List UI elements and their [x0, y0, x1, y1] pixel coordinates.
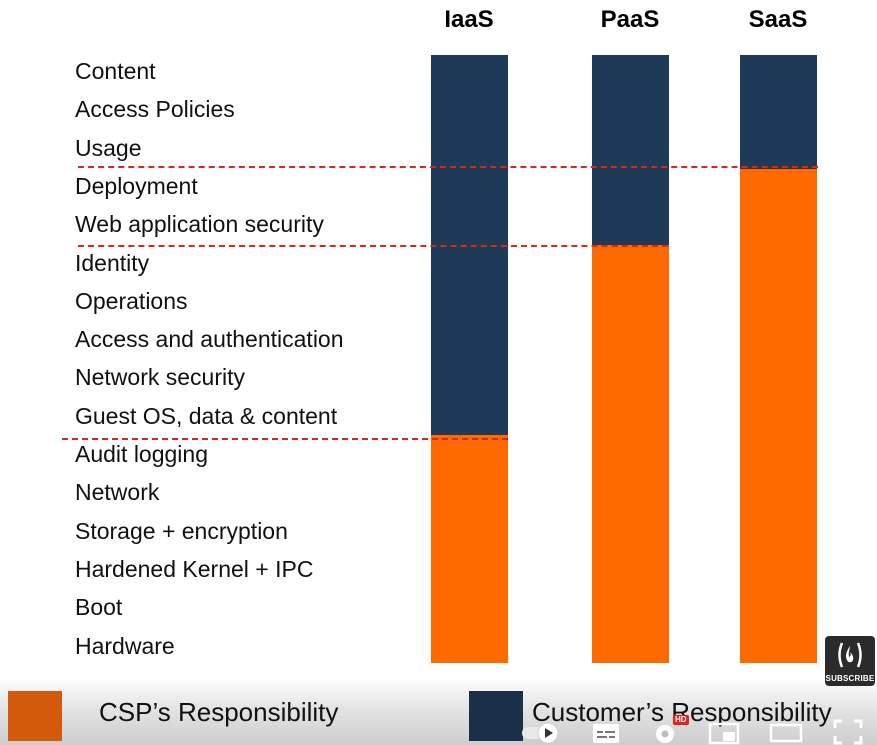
- layer-label: Access Policies: [75, 96, 235, 123]
- column-header-paas: PaaS: [600, 6, 660, 33]
- fullscreen-icon[interactable]: [833, 719, 863, 745]
- csp-responsibility-segment: [431, 435, 508, 663]
- saas-bar: [740, 55, 817, 663]
- customer-responsibility-segment: [592, 55, 669, 245]
- captions-icon[interactable]: [591, 721, 621, 745]
- layer-label: Storage + encryption: [75, 517, 288, 544]
- subscribe-label: SUBSCRIBE: [825, 674, 875, 683]
- layer-label: Guest OS, data & content: [75, 402, 338, 429]
- customer-legend-swatch: [469, 691, 523, 741]
- subscribe-button[interactable]: SUBSCRIBE: [825, 636, 875, 686]
- miniplayer-icon[interactable]: [708, 721, 740, 745]
- column-header-saas: SaaS: [748, 6, 808, 33]
- csp-legend-label: CSP’s Responsibility: [99, 697, 339, 727]
- csp-responsibility-segment: [740, 169, 817, 663]
- column-header-iaas: IaaS: [444, 6, 494, 33]
- layer-label: Audit logging: [75, 441, 208, 467]
- layer-label: Operations: [75, 287, 188, 314]
- layer-label: Network: [75, 479, 160, 506]
- iaas-boundary-line: [62, 438, 508, 440]
- paas-bar: [592, 55, 669, 663]
- csp-legend-swatch: [8, 691, 62, 741]
- layer-label: Identity: [75, 249, 150, 276]
- layer-label: Boot: [75, 594, 123, 621]
- layer-label: Hardened Kernel + IPC: [75, 555, 314, 582]
- layer-label: Network security: [75, 364, 245, 391]
- layer-label: Web application security: [75, 211, 324, 238]
- iaas-bar: [431, 55, 508, 663]
- autoplay-toggle-icon[interactable]: [520, 722, 566, 744]
- flame-icon: [838, 642, 862, 668]
- layer-label: Deployment: [75, 172, 198, 199]
- layer-label: Hardware: [75, 632, 175, 659]
- hd-badge: HD: [673, 715, 689, 725]
- paas-boundary-line: [78, 245, 668, 247]
- layer-label: Access and authentication: [75, 326, 344, 353]
- theater-mode-icon[interactable]: [769, 721, 803, 745]
- customer-responsibility-segment: [740, 55, 817, 169]
- layer-label: Content: [75, 58, 156, 84]
- settings-gear-icon[interactable]: [651, 719, 681, 745]
- layer-label: Usage: [75, 134, 142, 161]
- csp-responsibility-segment: [592, 245, 669, 663]
- saas-boundary-line: [78, 166, 818, 168]
